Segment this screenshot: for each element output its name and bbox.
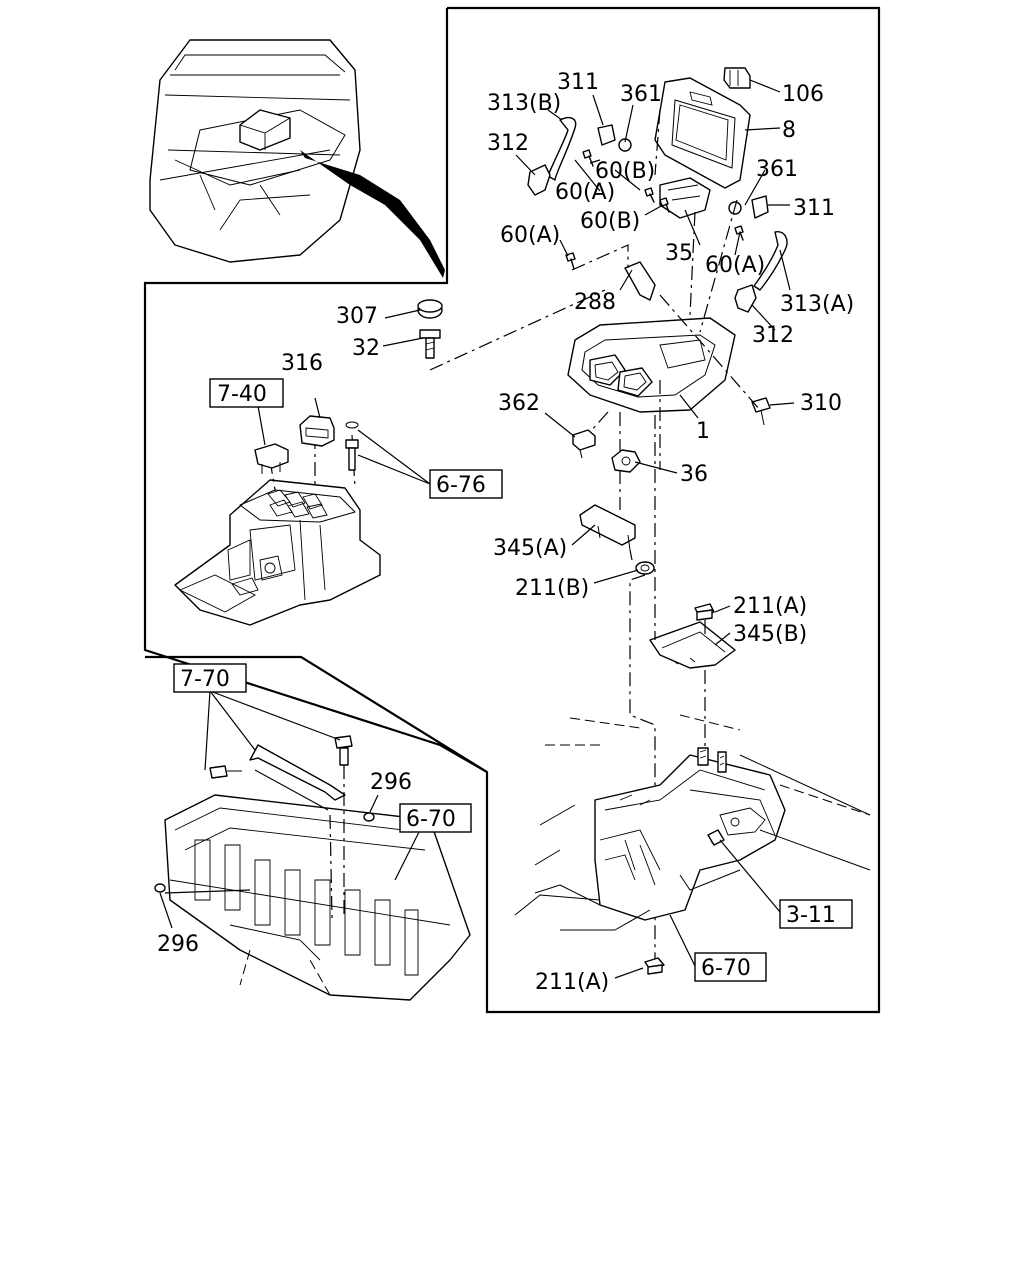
ref-box-6-70-right (694, 952, 767, 982)
floor-tunnel (594, 747, 786, 921)
label-7-40: 7-40 (217, 382, 267, 407)
part-36-grommet (611, 449, 641, 473)
label-1: 1 (696, 419, 710, 444)
label-211a-upper: 211(A) (733, 594, 807, 619)
label-361-right: 361 (756, 157, 798, 182)
part-311-upper (597, 124, 616, 146)
part-312-right (734, 284, 757, 313)
part-311-right (751, 195, 769, 219)
label-60b-middle: 60(B) (580, 209, 640, 234)
label-36: 36 (680, 462, 708, 487)
label-296-lower: 296 (157, 932, 199, 957)
label-32: 32 (352, 336, 380, 361)
part-362-plug (572, 429, 596, 459)
part-316-switch (299, 415, 335, 447)
part-106-clip (723, 67, 751, 89)
ref-box-3-11 (779, 899, 853, 929)
label-60a-right: 60(A) (705, 253, 765, 278)
part-312-upper (527, 164, 551, 196)
label-310: 310 (800, 391, 842, 416)
label-6-70-left: 6-70 (406, 807, 456, 832)
label-311-upper: 311 (557, 70, 599, 95)
part-32-bolt (419, 329, 441, 359)
part-310-screw (751, 397, 771, 426)
label-106: 106 (782, 82, 824, 107)
label-288: 288 (574, 290, 616, 315)
ref-box-7-70 (173, 663, 247, 693)
label-60a-upper: 60(A) (555, 180, 615, 205)
ref-box-7-40 (209, 378, 284, 408)
label-362: 362 (498, 391, 540, 416)
label-345b: 345(B) (733, 622, 807, 647)
label-361-upper: 361 (620, 82, 662, 107)
part-361-upper (618, 138, 632, 152)
frame-lower-left (145, 655, 488, 773)
label-8: 8 (782, 118, 796, 143)
screws-60 (565, 149, 744, 270)
floor-plane-lines (514, 714, 871, 931)
label-313b: 313(B) (487, 91, 561, 116)
label-60a-left: 60(A) (500, 223, 560, 248)
part-211a-nut-upper (694, 603, 715, 621)
part-345a-bracket (579, 504, 636, 551)
part-345b-bracket (649, 621, 736, 669)
leader-lines (159, 79, 795, 979)
part-296-grommets (154, 812, 375, 893)
label-7-70: 7-70 (180, 667, 230, 692)
label-345a: 345(A) (493, 536, 567, 561)
part-6-76-bolts (345, 421, 359, 471)
label-296-upper: 296 (370, 770, 412, 795)
ref-box-6-76 (429, 469, 503, 499)
cab-interior-inset (149, 39, 445, 278)
part-7-40-connector (254, 443, 289, 474)
ref-box-6-70-left (399, 803, 472, 833)
part-211a-nut-lower (644, 957, 665, 975)
label-311-right: 311 (793, 196, 835, 221)
part-35-bracket (659, 177, 711, 219)
label-3-11: 3-11 (786, 903, 836, 928)
label-6-76: 6-76 (436, 473, 486, 498)
label-316: 316 (281, 351, 323, 376)
part-1-console-housing (567, 317, 736, 413)
label-307: 307 (336, 304, 378, 329)
part-313a-strap (753, 231, 788, 291)
part-211b-nut (635, 561, 655, 575)
label-35: 35 (665, 241, 693, 266)
part-288-bracket (624, 261, 656, 301)
label-313a: 313(A) (780, 292, 854, 317)
part-8-panel (654, 77, 751, 189)
part-307-cap (417, 299, 443, 319)
label-211a-lower: 211(A) (535, 970, 609, 995)
label-312-upper: 312 (487, 131, 529, 156)
label-312-right: 312 (752, 323, 794, 348)
part-313b-strap (547, 116, 577, 181)
label-211b: 211(B) (515, 576, 589, 601)
label-6-70-right: 6-70 (701, 956, 751, 981)
label-60b-upper: 60(B) (595, 159, 655, 184)
part-7-70-bar (209, 735, 353, 919)
